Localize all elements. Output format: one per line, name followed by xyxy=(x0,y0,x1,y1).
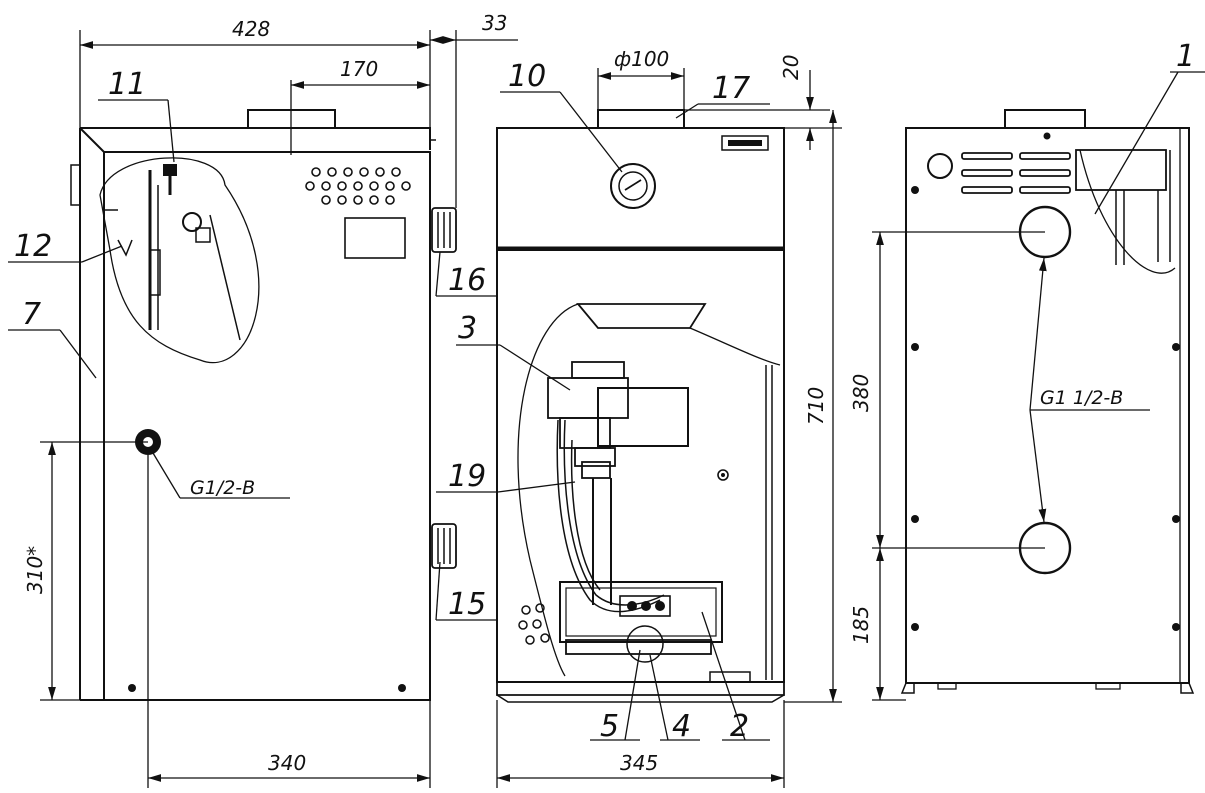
callout-5: 5 xyxy=(600,709,619,744)
side-vent-holes xyxy=(305,167,411,205)
thread-water-pipes: G1 1/2-B xyxy=(1040,387,1123,409)
dimension-labels: 428 33 170 ф100 20 710 310* 340 345 380 … xyxy=(23,11,873,775)
front-flue-collar xyxy=(597,109,685,129)
dim-gas-inlet-height: 310* xyxy=(23,546,47,594)
callout-3: 3 xyxy=(458,311,477,346)
dim-front-width: 345 xyxy=(620,751,658,775)
dim-side-depth: 340 xyxy=(268,751,306,775)
callout-17: 17 xyxy=(712,71,750,106)
dim-overall-width: 428 xyxy=(232,17,270,41)
burner-block xyxy=(559,581,723,663)
callout-19: 19 xyxy=(448,459,486,494)
dim-pipe-spacing: 380 xyxy=(849,374,873,412)
front-view xyxy=(496,109,785,703)
callout-15: 15 xyxy=(448,587,486,622)
dim-flue-height: 20 xyxy=(779,55,803,80)
thermometer-gauge xyxy=(610,163,656,209)
dimension-lines xyxy=(40,30,1045,790)
gas-valve-assembly xyxy=(547,361,689,613)
side-pipe-knob-lower xyxy=(431,523,457,569)
dim-side-gap: 33 xyxy=(482,11,507,35)
thread-labels: G1/2-B G1 1/2-B xyxy=(190,387,1123,499)
callout-10: 10 xyxy=(508,59,546,94)
callout-2: 2 xyxy=(730,709,749,744)
thread-gas-inlet: G1/2-B xyxy=(190,477,255,499)
callout-4: 4 xyxy=(672,709,691,744)
side-data-plate xyxy=(344,217,406,259)
callout-16: 16 xyxy=(448,263,486,298)
callout-12: 12 xyxy=(14,229,52,264)
rear-flue-collar xyxy=(1004,109,1086,129)
side-pipe-knob-upper xyxy=(431,207,457,253)
front-lower-panel xyxy=(496,249,785,683)
logo-plate xyxy=(721,135,769,151)
callout-7: 7 xyxy=(22,297,41,332)
callout-11: 11 xyxy=(108,67,146,102)
side-body xyxy=(103,151,431,701)
rear-view xyxy=(900,109,1195,694)
dim-lower-pipe-height: 185 xyxy=(849,606,873,644)
dim-flue-offset: 170 xyxy=(340,57,378,81)
dim-overall-height: 710 xyxy=(804,387,828,425)
rear-louvres xyxy=(961,152,1071,194)
side-view xyxy=(70,109,457,701)
callout-labels: 1 2 3 4 5 7 10 11 12 15 16 17 19 xyxy=(14,39,1195,744)
dim-flue-diameter: ф100 xyxy=(614,47,669,71)
leader-lines xyxy=(8,71,1205,741)
callout-1: 1 xyxy=(1176,39,1195,74)
